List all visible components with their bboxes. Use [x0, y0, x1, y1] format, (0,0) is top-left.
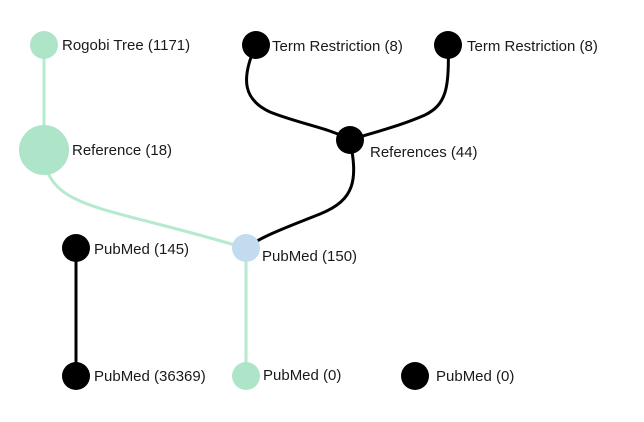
node-circle[interactable] [232, 234, 260, 262]
node-term-restriction-b[interactable]: Term Restriction (8) [434, 31, 598, 59]
edge-term-restriction-a-to-references [245, 43, 352, 142]
node-label: Rogobi Tree (1171) [62, 37, 190, 54]
node-label: PubMed (36369) [94, 368, 206, 385]
node-pubmed-36369[interactable]: PubMed (36369) [62, 362, 206, 390]
node-circle[interactable] [401, 362, 429, 390]
edge-reference-to-pubmed-150 [42, 148, 248, 250]
edge-term-restriction-b-to-references [348, 43, 450, 142]
nodes-layer: Rogobi Tree (1171) Term Restriction (8) Te… [19, 31, 598, 390]
node-pubmed-150[interactable]: PubMed (150) [232, 234, 357, 265]
node-circle[interactable] [62, 234, 90, 262]
node-circle[interactable] [62, 362, 90, 390]
node-label: PubMed (150) [262, 248, 357, 265]
edge-references-to-pubmed-150 [244, 138, 356, 250]
node-label: PubMed (0) [263, 367, 341, 384]
node-label: Reference (18) [72, 142, 172, 159]
node-circle[interactable] [242, 31, 270, 59]
node-circle[interactable] [434, 31, 462, 59]
edges-layer [42, 43, 450, 378]
node-label: Term Restriction (8) [467, 38, 598, 55]
node-reference[interactable]: Reference (18) [19, 125, 172, 175]
node-circle[interactable] [336, 126, 364, 154]
node-circle[interactable] [19, 125, 69, 175]
node-pubmed-0-b[interactable]: PubMed (0) [401, 362, 514, 390]
node-circle[interactable] [30, 31, 58, 59]
node-references[interactable]: References (44) [336, 126, 478, 161]
node-label: PubMed (0) [436, 368, 514, 385]
node-pubmed-0-a[interactable]: PubMed (0) [232, 362, 341, 390]
node-rogobi-tree[interactable]: Rogobi Tree (1171) [30, 31, 190, 59]
node-label: References (44) [370, 144, 478, 161]
node-pubmed-145[interactable]: PubMed (145) [62, 234, 189, 262]
node-label: Term Restriction (8) [272, 38, 403, 55]
node-term-restriction-a[interactable]: Term Restriction (8) [242, 31, 403, 59]
node-circle[interactable] [232, 362, 260, 390]
node-label: PubMed (145) [94, 241, 189, 258]
